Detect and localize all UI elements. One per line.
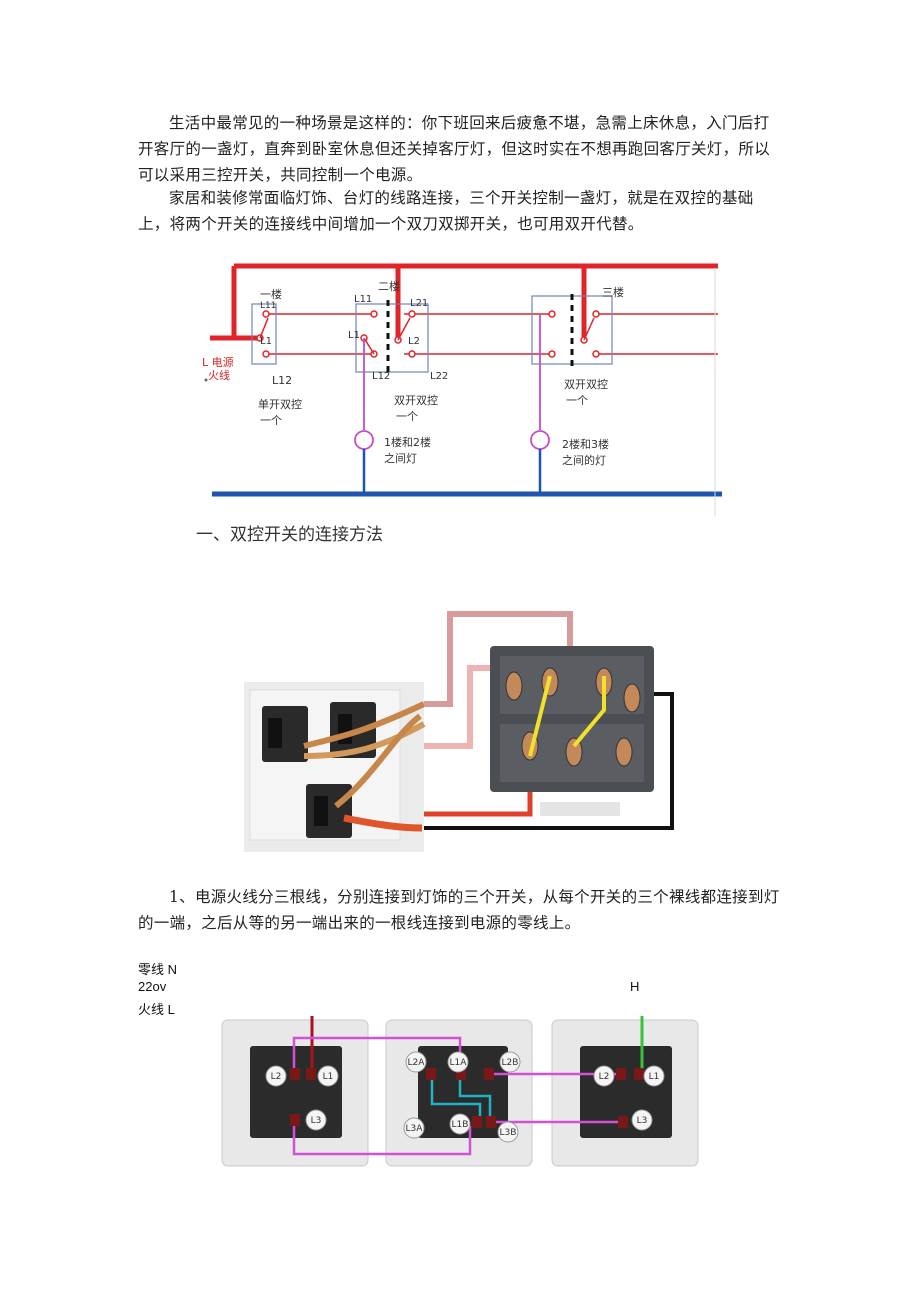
- single-switch-label: 单开双控: [258, 397, 302, 411]
- mid-l2a: L2A: [408, 1058, 426, 1068]
- h-label: H: [630, 979, 640, 994]
- l21-label: L21: [410, 298, 428, 309]
- voltage-label: 22ov: [138, 979, 167, 994]
- double-count-3-label: 一个: [566, 394, 588, 407]
- l11-label: L11: [260, 301, 276, 311]
- lamp12-sub-label: 之间灯: [384, 451, 417, 465]
- lamp23-sub-label: 之间的灯: [562, 453, 606, 467]
- fire-line-label: 火线 L: [138, 1002, 175, 1017]
- three-switch-photo: L2 L1 L3 L2A L1A L2B L3A L1B L3B L2 L1 L…: [220, 1016, 700, 1168]
- mid-l2b: L2B: [502, 1058, 519, 1068]
- l1-label: L1: [260, 336, 272, 347]
- neutral-label: 零线 N: [138, 962, 178, 977]
- fire-label: 火线: [208, 368, 230, 382]
- intro-paragraph-1: 生活中最常见的一种场景是这样的：你下班回来后疲惫不堪，急需上床休息，入门后打开客…: [138, 114, 771, 184]
- l22-label: L22: [430, 371, 448, 382]
- mid-l3a: L3A: [406, 1124, 424, 1134]
- double-count-label: 一个: [396, 410, 418, 423]
- single-count-label: 一个: [260, 414, 282, 427]
- floor1-label: 一楼: [260, 287, 282, 301]
- l2-label: L2: [408, 336, 420, 347]
- lamp23-label: 2楼和3楼: [562, 437, 609, 451]
- right-l3: L3: [637, 1116, 648, 1126]
- mid-l3b: L3B: [500, 1128, 517, 1138]
- left-l1: L1: [323, 1072, 334, 1082]
- switch-wiring-photo: [244, 606, 680, 854]
- left-l3: L3: [311, 1116, 322, 1126]
- double-switch-3-label: 双开双控: [564, 377, 608, 391]
- l11-b-label: L11: [354, 294, 372, 305]
- mid-l1a: L1A: [450, 1058, 468, 1068]
- mid-l1b: L1B: [452, 1120, 469, 1130]
- double-switch-label: 双开双控: [394, 393, 438, 407]
- l12-b-label: L12: [372, 371, 390, 382]
- power-label: L 电源: [202, 355, 234, 369]
- section-heading: 一、双控开关的连接方法: [196, 525, 383, 545]
- intro-paragraph-2: 家居和装修常面临灯饰、台灯的线路连接，三个开关控制一盏灯，就是在双控的基础上，将…: [138, 189, 754, 233]
- l12-label: L12: [272, 374, 292, 387]
- l1-b-label: L1: [348, 330, 360, 341]
- floor2-label: 二楼: [378, 279, 400, 293]
- three-floor-wiring-diagram: L 电源 火线 一楼 L11 L1 L12 二楼 L11 L1 L21 L2 L…: [198, 258, 728, 520]
- left-l2: L2: [271, 1072, 282, 1082]
- lamp12-label: 1楼和2楼: [384, 435, 431, 449]
- right-l2: L2: [599, 1072, 610, 1082]
- right-l1: L1: [649, 1072, 660, 1082]
- floor3-label: 三楼: [602, 285, 624, 299]
- step-1-paragraph: 1、电源火线分三根线，分别连接到灯饰的三个开关，从每个开关的三个裸线都连接到灯的…: [138, 888, 780, 932]
